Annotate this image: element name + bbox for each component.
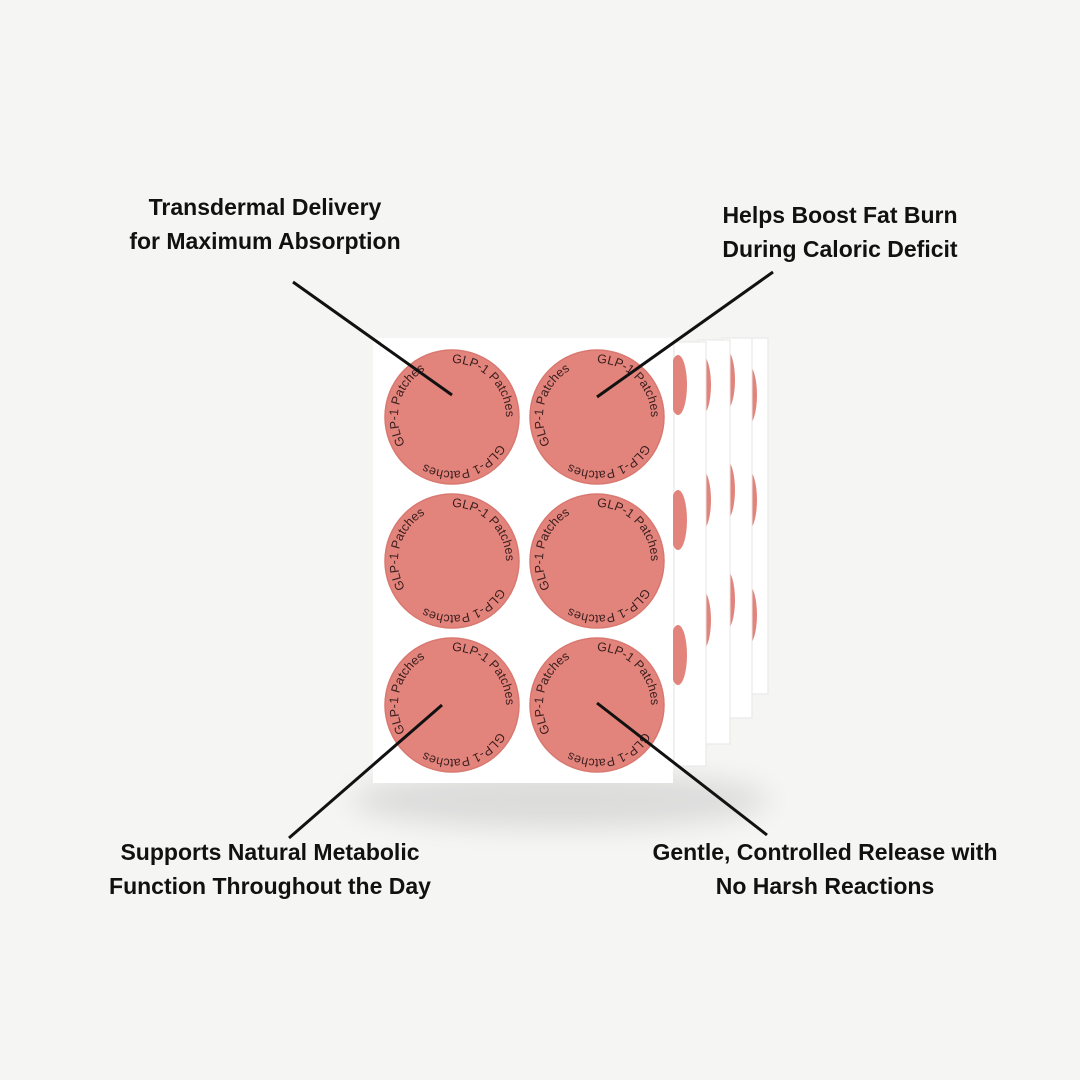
pointer-line-top-left xyxy=(292,280,453,397)
callout-line: Gentle, Controlled Release with xyxy=(652,839,998,865)
callout-transdermal-delivery: Transdermal Delivery for Maximum Absorpt… xyxy=(90,190,440,258)
patch-disc xyxy=(529,493,665,629)
patch-disc xyxy=(384,349,520,485)
callout-line: No Harsh Reactions xyxy=(715,873,935,899)
callout-line: Helps Boost Fat Burn xyxy=(722,202,958,228)
stacked-sheets xyxy=(669,337,769,767)
callout-controlled-release: Gentle, Controlled Release with No Harsh… xyxy=(620,835,1030,903)
patch-disc xyxy=(529,637,665,773)
sheet-shadow xyxy=(350,772,770,828)
pointer-line-bottom-right xyxy=(596,701,768,837)
callout-fat-burn: Helps Boost Fat Burn During Caloric Defi… xyxy=(650,198,1030,266)
back-patch-edge xyxy=(669,625,687,685)
back-patch-edge xyxy=(669,490,687,550)
callout-metabolic-function: Supports Natural Metabolic Function Thro… xyxy=(80,835,460,903)
pointer-line-top-right xyxy=(596,270,774,399)
callout-line: Supports Natural Metabolic xyxy=(120,839,420,865)
back-patch-edge xyxy=(669,355,687,415)
callout-line: for Maximum Absorption xyxy=(129,228,401,254)
pointer-line-bottom-left xyxy=(288,703,443,840)
callout-line: Function Throughout the Day xyxy=(109,873,431,899)
callout-line: During Caloric Deficit xyxy=(722,236,958,262)
patch-disc xyxy=(384,493,520,629)
patch-disc xyxy=(529,349,665,485)
patch-disc xyxy=(384,637,520,773)
callout-line: Transdermal Delivery xyxy=(148,194,382,220)
